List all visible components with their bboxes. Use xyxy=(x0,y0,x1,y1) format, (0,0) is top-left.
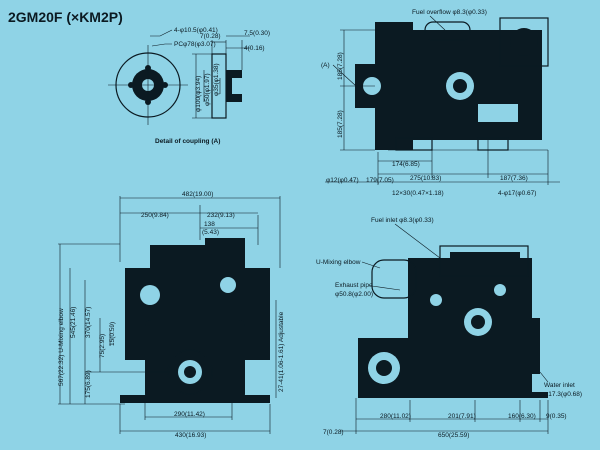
front-h567: 567(22.32) U-Mixing elbow xyxy=(58,308,65,386)
fuel-overflow-label: Fuel overflow φ8.3(φ0.33) xyxy=(412,9,487,16)
front-h370: 370(14.57) xyxy=(85,307,92,338)
rear-d9: 9(0.35) xyxy=(546,413,567,420)
u-mixing-elbow-label: U-Mixing elbow xyxy=(316,259,361,266)
coupling-dia2-label: φ50(φ1.97) xyxy=(204,73,211,106)
side-d275: 275(10.83) xyxy=(410,175,441,182)
coupling-section-view xyxy=(192,35,250,119)
coupling-thk3-label: 4(0.16) xyxy=(244,45,265,52)
rear-d160: 160(6.30) xyxy=(508,413,536,420)
front-w250: 250(9.84) xyxy=(141,212,169,219)
side-view-engine xyxy=(355,17,549,151)
front-w138: 138 xyxy=(204,221,215,228)
front-adjustable: 27-41(1.06-1.61) Adjustable xyxy=(278,311,285,392)
front-h15: 15(0.59) xyxy=(109,322,116,346)
front-w290: 290(11.42) xyxy=(174,411,205,418)
coupling-thk1-label: 7(0.28) xyxy=(200,33,221,40)
front-h175: 175(6.89) xyxy=(85,370,92,398)
rear-d280: 280(11.02) xyxy=(380,413,411,420)
exhaust-pipe-dia: φ50.8(φ2.00) xyxy=(335,291,373,298)
front-w232: 232(9.13) xyxy=(207,212,235,219)
coupling-detail: 4-φ10.5(φ0.41) PCφ78(φ3.07) 7(0.28) 7.5(… xyxy=(108,27,270,145)
fuel-inlet-label: Fuel inlet φ8.3(φ0.33) xyxy=(371,217,434,224)
front-w430: 430(16.93) xyxy=(175,432,206,439)
side-phi12: φ12(φ0.47) xyxy=(326,177,359,184)
side-bolt4: 4-φ17(φ0.67) xyxy=(498,190,536,197)
water-inlet-dia: φ17.3(φ0.68) xyxy=(544,391,582,398)
side-view-marker: (A) xyxy=(321,62,330,69)
side-d187: 187(7.36) xyxy=(500,175,528,182)
rear-d650: 650(25.59) xyxy=(438,432,469,439)
coupling-bolt-label: 4-φ10.5(φ0.41) xyxy=(174,27,218,34)
side-d174: 174(6.85) xyxy=(392,161,420,168)
front-view: 482(19.00) 250(9.84) 232(9.13) 138 (5.43… xyxy=(58,191,285,439)
rear-d7: 7(0.28) xyxy=(323,429,344,436)
coupling-face-view xyxy=(108,29,188,125)
side-height-upper: 185(7.28) xyxy=(337,52,344,80)
front-h75: 75(2.95) xyxy=(99,334,106,358)
coupling-caption: Detail of coupling (A) xyxy=(155,138,220,145)
coupling-dia1-label: φ100(φ3.94) xyxy=(195,76,202,112)
front-w138-inch: (5.43) xyxy=(202,229,219,236)
drawing-title: 2GM20F (×KM2P) xyxy=(8,9,123,25)
front-view-engine xyxy=(120,238,270,403)
side-height-lower: 185(7.28) xyxy=(337,110,344,138)
coupling-dia3-label: φ35(φ1.38) xyxy=(213,63,220,96)
rear-d201: 201(7.91) xyxy=(448,413,476,420)
front-h545: 545(21.46) xyxy=(70,307,77,338)
water-inlet-label: Water inlet xyxy=(544,382,575,389)
rear-view-engine xyxy=(358,245,548,398)
exhaust-pipe-label: Exhaust pipe xyxy=(335,282,373,289)
coupling-thk2-label: 7.5(0.30) xyxy=(244,30,270,37)
side-d179: 179(7.05) xyxy=(366,177,394,184)
side-view: (A) Fuel overflow φ8.3(φ0.33) 185(7.28) … xyxy=(321,9,560,197)
side-slot: 12×30(0.47×1.18) xyxy=(392,190,444,197)
rear-view: Fuel inlet φ8.3(φ0.33) U-Mixing elbow Ex… xyxy=(316,217,582,439)
front-w482: 482(19.00) xyxy=(182,191,213,198)
coupling-pcd-label: PCφ78(φ3.07) xyxy=(174,41,216,48)
